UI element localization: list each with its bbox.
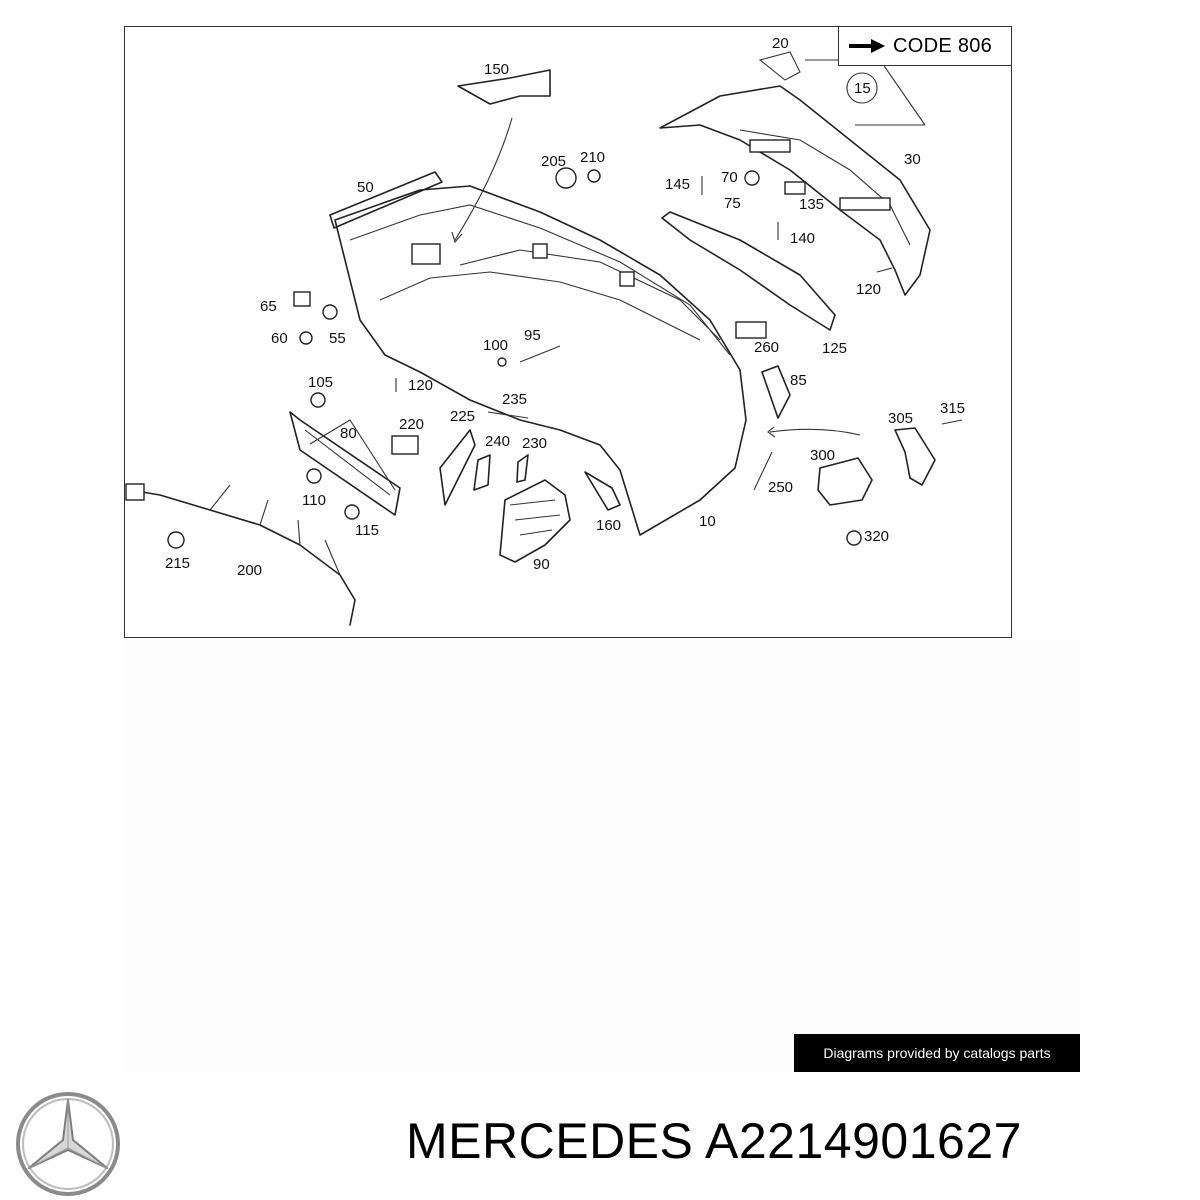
- callout-90: 90: [533, 556, 550, 573]
- diagram-background-area: [124, 640, 1080, 1072]
- callout-300: 300: [810, 447, 835, 464]
- code-806-box: CODE 806: [838, 26, 1012, 66]
- callout-50: 50: [357, 179, 374, 196]
- callout-120a: 120: [856, 281, 881, 298]
- callout-85: 85: [790, 372, 807, 389]
- callout-260: 260: [754, 339, 779, 356]
- impact-absorber-part: [289, 411, 401, 516]
- callout-240: 240: [485, 433, 510, 450]
- callout-20: 20: [772, 35, 789, 52]
- callout-10: 10: [699, 513, 716, 530]
- callout-55: 55: [329, 330, 346, 347]
- callout-210: 210: [580, 149, 605, 166]
- brand-part-number-line: MERCEDES A2214901627: [406, 1108, 1022, 1174]
- callout-125: 125: [822, 340, 847, 357]
- callout-30: 30: [904, 151, 921, 168]
- callout-315: 315: [940, 400, 965, 417]
- callout-60: 60: [271, 330, 288, 347]
- callout-230: 230: [522, 435, 547, 452]
- brand-name: MERCEDES: [406, 1113, 694, 1169]
- bumper-cover-part: [334, 185, 747, 536]
- code-806-label: CODE 806: [893, 34, 993, 57]
- callout-70: 70: [721, 169, 738, 186]
- upper-trim-part: [329, 171, 443, 229]
- callout-305: 305: [888, 410, 913, 427]
- callout-215: 215: [165, 555, 190, 572]
- callout-120b: 120: [408, 377, 433, 394]
- callout-205: 205: [541, 153, 566, 170]
- callout-160: 160: [596, 517, 621, 534]
- catalog-credit-badge: Diagrams provided by catalogs parts: [794, 1034, 1080, 1072]
- callout-100: 100: [483, 337, 508, 354]
- callout-110: 110: [302, 492, 326, 509]
- callout-135: 135: [799, 196, 824, 213]
- wiring-harness-part: [129, 489, 356, 626]
- callout-15: 15: [854, 80, 871, 97]
- callout-235: 235: [502, 391, 527, 408]
- part-number: A2214901627: [705, 1113, 1022, 1169]
- mercedes-star-icon: [16, 1092, 120, 1196]
- callout-140: 140: [790, 230, 815, 247]
- callout-150: 150: [484, 61, 509, 78]
- callout-95: 95: [524, 327, 541, 344]
- side-bracket-part: [894, 427, 936, 486]
- trim-strip-part: [457, 69, 551, 105]
- diagram-frame: [124, 26, 1012, 638]
- callout-220: 220: [399, 416, 424, 433]
- rear-diffuser-part: [659, 85, 931, 296]
- callout-105: 105: [308, 374, 333, 391]
- bracket-part: [499, 479, 571, 563]
- callout-145: 145: [665, 176, 690, 193]
- callout-225: 225: [450, 408, 475, 425]
- callout-80: 80: [340, 425, 357, 442]
- callout-65: 65: [260, 298, 277, 315]
- callout-75: 75: [724, 195, 741, 212]
- callout-200: 200: [237, 562, 262, 579]
- exploded-parts-diagram: 150 20 15 30 205 210 145 70 75 135 50 14…: [125, 35, 965, 626]
- sensor-housing-part: [817, 457, 873, 506]
- callout-320: 320: [864, 528, 889, 545]
- callout-115: 115: [355, 522, 379, 539]
- right-arrow-icon: [849, 39, 885, 53]
- lower-strip-part: [661, 211, 836, 331]
- callout-250: 250: [768, 479, 793, 496]
